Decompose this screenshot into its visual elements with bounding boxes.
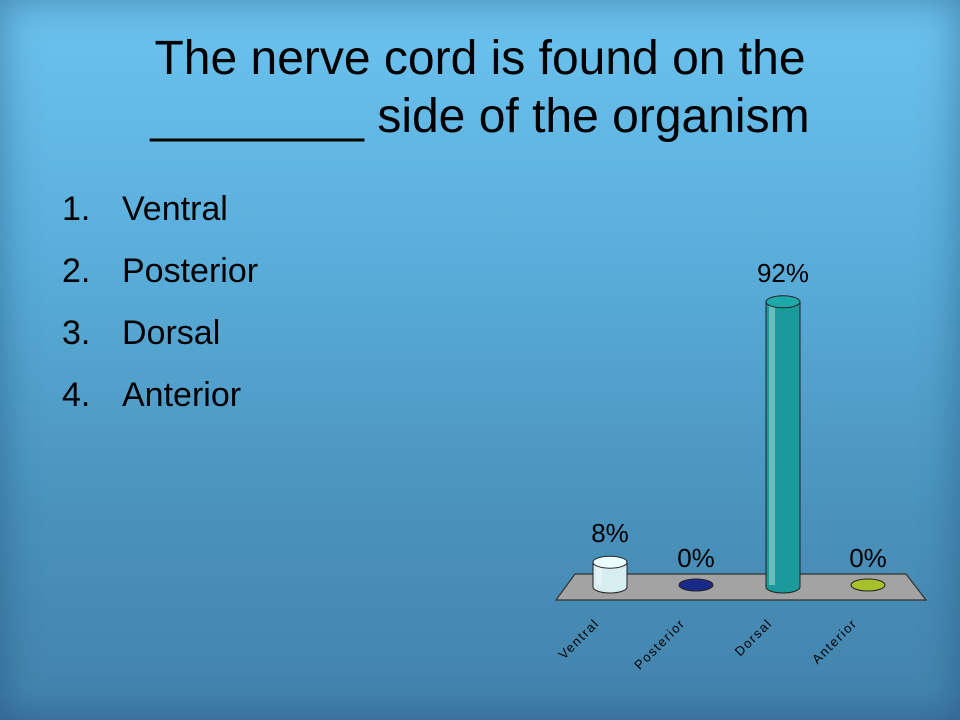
bar-top	[765, 295, 801, 309]
bar-ventral	[592, 555, 628, 594]
option-label: Posterior	[122, 252, 259, 290]
option-label: Ventral	[122, 190, 228, 228]
data-label-anterior: 0%	[849, 543, 887, 573]
option-label: Anterior	[122, 376, 242, 414]
tick-label-posterior: Posterior	[631, 616, 688, 673]
bar-posterior	[678, 578, 714, 592]
bar-anterior	[850, 578, 886, 592]
title-line-2: ________ side of the organism	[150, 90, 810, 143]
tick-label-dorsal: Dorsal	[732, 616, 776, 660]
bar-body	[765, 301, 801, 594]
bar-highlight	[596, 562, 602, 585]
option-number: 1.	[62, 190, 91, 228]
data-label-ventral: 8%	[591, 518, 629, 548]
bar-top	[592, 555, 628, 569]
option-number: 3.	[62, 314, 91, 352]
bar-dorsal	[765, 295, 801, 594]
data-label-posterior: 0%	[677, 543, 715, 573]
option-4: 4. Anterior	[62, 364, 258, 426]
results-chart: 8% Ventral 0% Posterior 92% Dorsal 0% Anterior	[554, 258, 928, 673]
bar-body	[592, 561, 628, 594]
question-title: The nerve cord is found on the ________ …	[60, 30, 900, 146]
bar-highlight	[769, 301, 775, 585]
option-3: 3. Dorsal	[62, 302, 258, 364]
title-line-1: The nerve cord is found on the	[154, 32, 806, 85]
option-2: 2. Posterior	[62, 240, 258, 302]
option-number: 4.	[62, 376, 91, 414]
tick-label-anterior: Anterior	[809, 616, 860, 667]
option-label: Dorsal	[122, 314, 221, 352]
option-1: 1. Ventral	[62, 178, 258, 240]
data-label-dorsal: 92%	[757, 258, 809, 288]
answer-options: 1. Ventral 2. Posterior 3. Dorsal 4. Anterio…	[62, 178, 258, 426]
option-number: 2.	[62, 252, 91, 290]
tick-label-ventral: Ventral	[555, 616, 602, 663]
